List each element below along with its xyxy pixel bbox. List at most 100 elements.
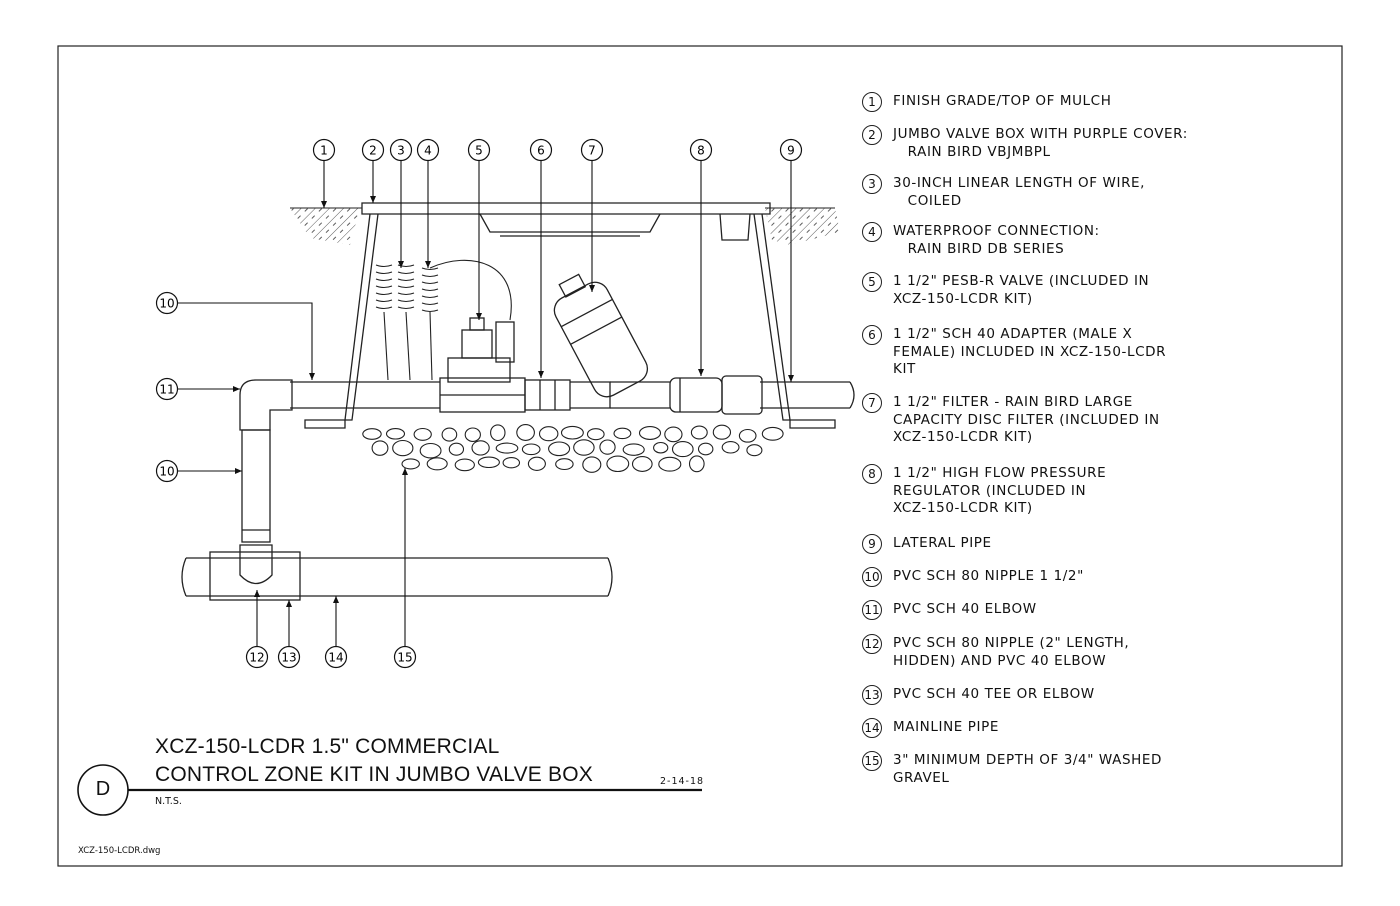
note-number: 4 (862, 222, 882, 242)
callout-label: 10 (159, 464, 174, 478)
gravel-stone (573, 439, 595, 456)
note-text: 1 1/2" PESB-R VALVE (INCLUDED IN XCZ-150… (893, 273, 1150, 307)
gravel-stone (606, 455, 630, 473)
callout-label: 15 (397, 650, 412, 664)
note-number: 3 (862, 174, 882, 194)
gravel-stone (658, 456, 682, 472)
title-line-1: XCZ-150-LCDR 1.5" COMMERCIAL (155, 735, 500, 758)
gravel-stone (613, 427, 632, 440)
gravel-stone (371, 440, 389, 456)
note-number: 12 (862, 634, 882, 654)
gravel-stone (477, 456, 500, 469)
callout-label: 1 (320, 143, 328, 157)
gravel-stone (582, 456, 602, 473)
gravel-stone (697, 442, 714, 456)
gravel-stone (688, 455, 705, 473)
note-text: 3" MINIMUM DEPTH OF 3/4" WASHED GRAVEL (893, 752, 1163, 786)
note-text: 30-INCH LINEAR LENGTH OF WIRE, COILED (893, 175, 1146, 209)
gravel-stone (761, 426, 784, 441)
gravel-stone (538, 426, 559, 442)
callout-label: 11 (159, 382, 174, 396)
gravel-stone (495, 442, 519, 454)
callout-circle (416, 138, 440, 162)
gravel-stone (419, 442, 442, 459)
callout-label: 7 (588, 143, 596, 157)
note-number: 6 (862, 325, 882, 345)
note-number: 1 (862, 92, 882, 112)
title-line-2: CONTROL ZONE KIT IN JUMBO VALVE BOX (155, 763, 593, 786)
soil-hatch (290, 207, 840, 245)
adapter (524, 379, 571, 411)
note-number: 10 (862, 567, 882, 587)
note-text: PVC SCH 40 TEE OR ELBOW (893, 686, 1095, 702)
sheet-border (57, 45, 1343, 867)
callout-circle (324, 645, 348, 669)
note-text: 1 1/2" FILTER - RAIN BIRD LARGE CAPACITY… (893, 394, 1160, 445)
gravel-stone (738, 428, 757, 443)
gravel-stone (712, 424, 732, 440)
gravel-stone (392, 439, 414, 457)
gravel-stone (516, 424, 535, 441)
callout-label: 12 (249, 650, 264, 664)
gravel-stone (560, 425, 584, 440)
callout-circle (580, 138, 604, 162)
gravel-stone (385, 428, 406, 440)
callout-circle (779, 138, 803, 162)
callout-circle (155, 377, 179, 401)
elbow-riser (239, 379, 293, 543)
gravel-stone (521, 443, 541, 456)
note-text: JUMBO VALVE BOX WITH PURPLE COVER: RAIN … (893, 126, 1188, 160)
disc-filter (553, 273, 670, 409)
mainline-pipe (181, 544, 613, 601)
callout-label: 2 (369, 143, 377, 157)
gravel-stone (413, 427, 432, 441)
note-number: 14 (862, 718, 882, 738)
note-number: 11 (862, 600, 882, 620)
callout-circle (277, 645, 301, 669)
detail-letter: D (95, 778, 111, 800)
gravel-stone (401, 458, 420, 470)
gravel-stone (448, 442, 465, 456)
callout-label: 3 (397, 143, 405, 157)
gravel-stone (527, 456, 546, 471)
callout-circle (245, 645, 269, 669)
note-text: PVC SCH 80 NIPPLE 1 1/2" (893, 568, 1084, 584)
note-number: 5 (862, 272, 882, 292)
gravel-stone (441, 427, 458, 442)
gravel-stone (638, 426, 662, 440)
file-name: XCZ-150-LCDR.dwg (78, 846, 161, 856)
note-text: 1 1/2" SCH 40 ADAPTER (MALE X FEMALE) IN… (893, 326, 1167, 377)
note-number: 15 (862, 751, 882, 771)
gravel-stone (471, 440, 490, 456)
callout-circle (312, 138, 336, 162)
gravel-stone (721, 441, 740, 454)
gravel-stone (548, 441, 571, 457)
scale-note: N.T.S. (155, 796, 182, 807)
note-number: 8 (862, 464, 882, 484)
gravel-stone (502, 457, 521, 469)
gravel-stone (622, 443, 645, 456)
callout-label: 14 (328, 650, 343, 664)
gravel-stone (599, 439, 616, 455)
callout-circle (155, 459, 179, 483)
note-text: LATERAL PIPE (893, 535, 992, 551)
gravel-stone (586, 428, 605, 441)
pressure-regulator (669, 375, 763, 415)
gravel-stone (555, 458, 574, 471)
callout-circle (361, 138, 385, 162)
gravel-stone (664, 426, 683, 443)
callout-label: 13 (281, 650, 296, 664)
gravel-stone (631, 456, 653, 472)
gravel-stone (490, 424, 506, 442)
leader-lines (178, 160, 794, 647)
detail-bubble (77, 764, 129, 816)
drawing-date: 2-14-18 (660, 776, 705, 787)
callout-label: 5 (475, 143, 483, 157)
gravel-stone (464, 427, 481, 442)
gravel-stone (653, 441, 669, 454)
gravel (362, 424, 784, 473)
note-text: 1 1/2" HIGH FLOW PRESSURE REGULATOR (INC… (893, 465, 1107, 516)
note-number: 13 (862, 685, 882, 705)
